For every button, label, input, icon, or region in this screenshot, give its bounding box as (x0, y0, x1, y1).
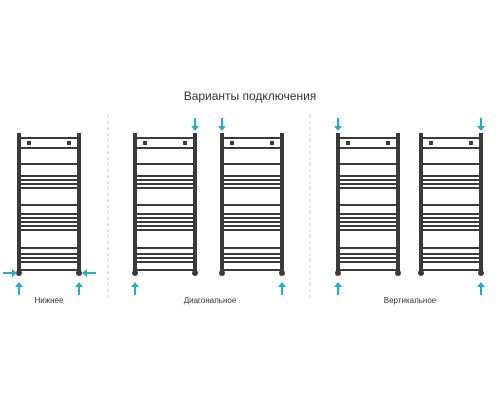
radiator-diagonal-2 (219, 133, 285, 276)
arrow-icon-below-left-up (15, 282, 23, 295)
radiator-diagonal-1 (132, 133, 198, 276)
arrow-icon-below-right-up (278, 282, 286, 295)
radiator-vertical-1 (335, 133, 401, 276)
arrow-icon-top-left-down (218, 118, 226, 131)
arrow-icon-bottom-left-in (3, 269, 17, 277)
arrow-icon-bottom-right-in (82, 269, 96, 277)
radiator-bottom-connection (16, 133, 82, 276)
label-diagonal: Диагональное (183, 296, 237, 305)
label-bottom: Нижнее (34, 296, 64, 305)
arrow-icon-below-right-up (75, 282, 83, 295)
arrow-icon-top-right-down (191, 118, 199, 131)
diagram-title: Варианты подключения (183, 89, 317, 103)
arrow-icon-top-left-down (334, 118, 342, 131)
arrow-icon-below-right-up (477, 282, 485, 295)
radiator-vertical-2 (418, 133, 484, 276)
arrow-icon-below-left-up (131, 282, 139, 295)
arrow-icon-top-right-down (477, 118, 485, 131)
label-vertical: Вертикальное (383, 296, 437, 305)
arrow-icon-below-left-up (334, 282, 342, 295)
